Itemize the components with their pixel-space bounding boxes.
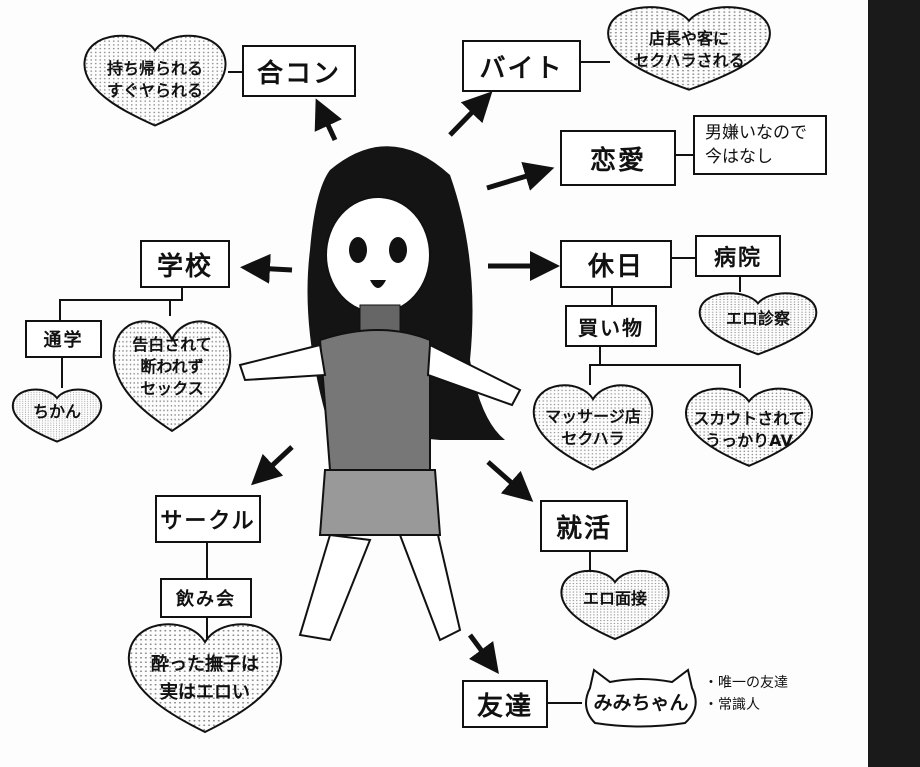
node-kyuujitsu: 休日: [560, 240, 672, 288]
heart-goukon: 持ち帰られるすぐヤられる: [80, 28, 230, 128]
heart-text: 店長や客に: [648, 28, 729, 48]
node-tsuugaku: 通学: [25, 320, 102, 358]
heart-shape-icon: [682, 382, 816, 468]
arrow-goukon: [314, 98, 342, 142]
arrow-circle: [251, 445, 294, 486]
arrow-renai: [486, 161, 555, 191]
heart-text: 告白されて: [132, 334, 212, 354]
heart-text: スカウトされて: [693, 408, 805, 428]
heart-text: エロ面接: [582, 588, 647, 608]
heart-shuukatsu: エロ面接: [558, 565, 672, 641]
heart-shape-icon: [10, 385, 104, 443]
heart-shape-icon: [124, 615, 286, 735]
arrow-tomodachi: [467, 633, 499, 675]
arrow-gakkou: [240, 253, 293, 284]
heart-kaimono-2: スカウトされてうっかりAV: [682, 382, 816, 468]
node-renai: 恋愛: [560, 130, 676, 186]
heart-shape-icon: [696, 288, 820, 356]
heart-text: 持ち帰られる: [106, 59, 203, 78]
heart-baito: 店長や客にセクハラされる: [603, 0, 775, 92]
dark-panel-edge: [868, 0, 920, 767]
heart-tsuugaku: ちかん: [10, 385, 104, 443]
heart-shape-icon: [110, 312, 234, 434]
heart-shape-icon: [603, 0, 775, 92]
heart-text: すぐヤられる: [106, 81, 203, 100]
heart-text: 断われず: [140, 356, 204, 376]
heart-text: うっかりAV: [705, 430, 793, 450]
heart-text: セックス: [140, 378, 204, 398]
heart-shape-icon: [80, 28, 230, 128]
heart-byouin: エロ診察: [696, 288, 820, 356]
node-gakkou: 学校: [140, 240, 230, 288]
arrow-baito: [448, 91, 493, 137]
note-text: 今はなし: [705, 147, 773, 167]
cat-shaped-bubble-mimi: みみちゃん: [580, 668, 702, 728]
heart-shape-icon: [530, 378, 656, 472]
friend-notes: ・唯一の友達・常識人: [704, 672, 788, 716]
node-baito: バイト: [462, 40, 581, 92]
note-text: 男嫌いなので: [705, 123, 807, 143]
mimi-label: みみちゃん: [593, 692, 689, 714]
arrow-shuukatsu: [486, 460, 534, 502]
node-byouin: 病院: [695, 235, 781, 277]
heart-text: エロ診察: [725, 309, 790, 329]
heart-shape-icon: [558, 565, 672, 641]
node-tomodachi: 友達: [462, 680, 548, 728]
character-illustration: [238, 146, 522, 642]
node-nomikai: 飲み会: [160, 578, 252, 618]
arrows: [240, 91, 560, 675]
heart-nomikai: 酔った撫子は実はエロい: [124, 615, 286, 735]
cat-bubble-icon: [585, 668, 697, 728]
heart-text: ちかん: [32, 402, 81, 422]
heart-text: セクハラ: [561, 429, 625, 449]
heart-text: 酔った撫子は: [151, 654, 259, 675]
heart-text: 実はエロい: [160, 682, 250, 703]
node-circle: サークル: [155, 495, 261, 543]
node-kaimono: 買い物: [565, 305, 657, 347]
heart-text: マッサージ店: [545, 407, 641, 427]
note-text: ・唯一の友達: [704, 675, 788, 691]
node-shuukatsu: 就活: [540, 500, 628, 552]
heart-text: セクハラされる: [633, 50, 745, 70]
node-goukon: 合コン: [242, 45, 356, 97]
heart-gakkou: 告白されて断われずセックス: [110, 312, 234, 434]
note-renai: 男嫌いなので今はなし: [693, 115, 827, 175]
heart-kaimono-1: マッサージ店セクハラ: [530, 378, 656, 472]
note-text: ・常識人: [704, 697, 760, 713]
